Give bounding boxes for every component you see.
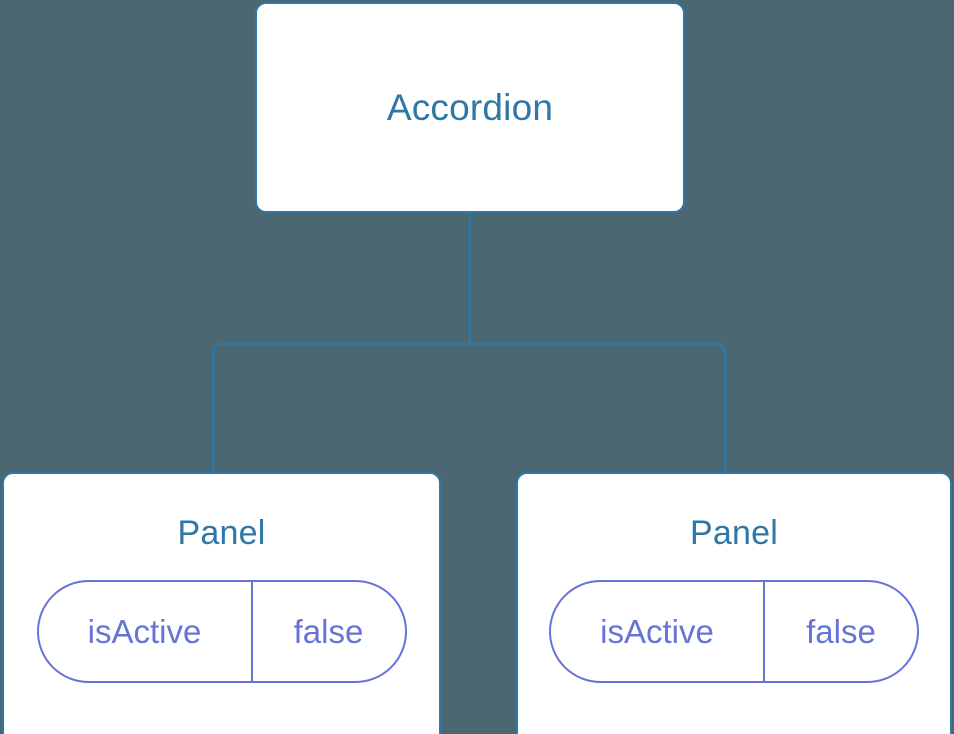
state-key-isactive: isActive [551, 582, 765, 681]
node-accordion-label: Accordion [386, 87, 554, 128]
state-value-isactive: false [806, 613, 876, 650]
state-pill-panel-1[interactable]: isActive false [36, 580, 407, 683]
node-panel-2-label: Panel [690, 514, 778, 552]
node-accordion[interactable]: Accordion [255, 2, 685, 213]
state-value-isactive: false [293, 613, 364, 650]
state-key-isactive: isActive [39, 582, 253, 681]
node-panel-1[interactable]: Panel isActive false [2, 472, 441, 734]
node-panel-2[interactable]: Panel isActive false [516, 472, 952, 734]
state-pill-panel-2[interactable]: isActive false [549, 580, 919, 683]
edge-branch-bar [211, 342, 727, 472]
node-panel-1-label: Panel [177, 514, 266, 552]
